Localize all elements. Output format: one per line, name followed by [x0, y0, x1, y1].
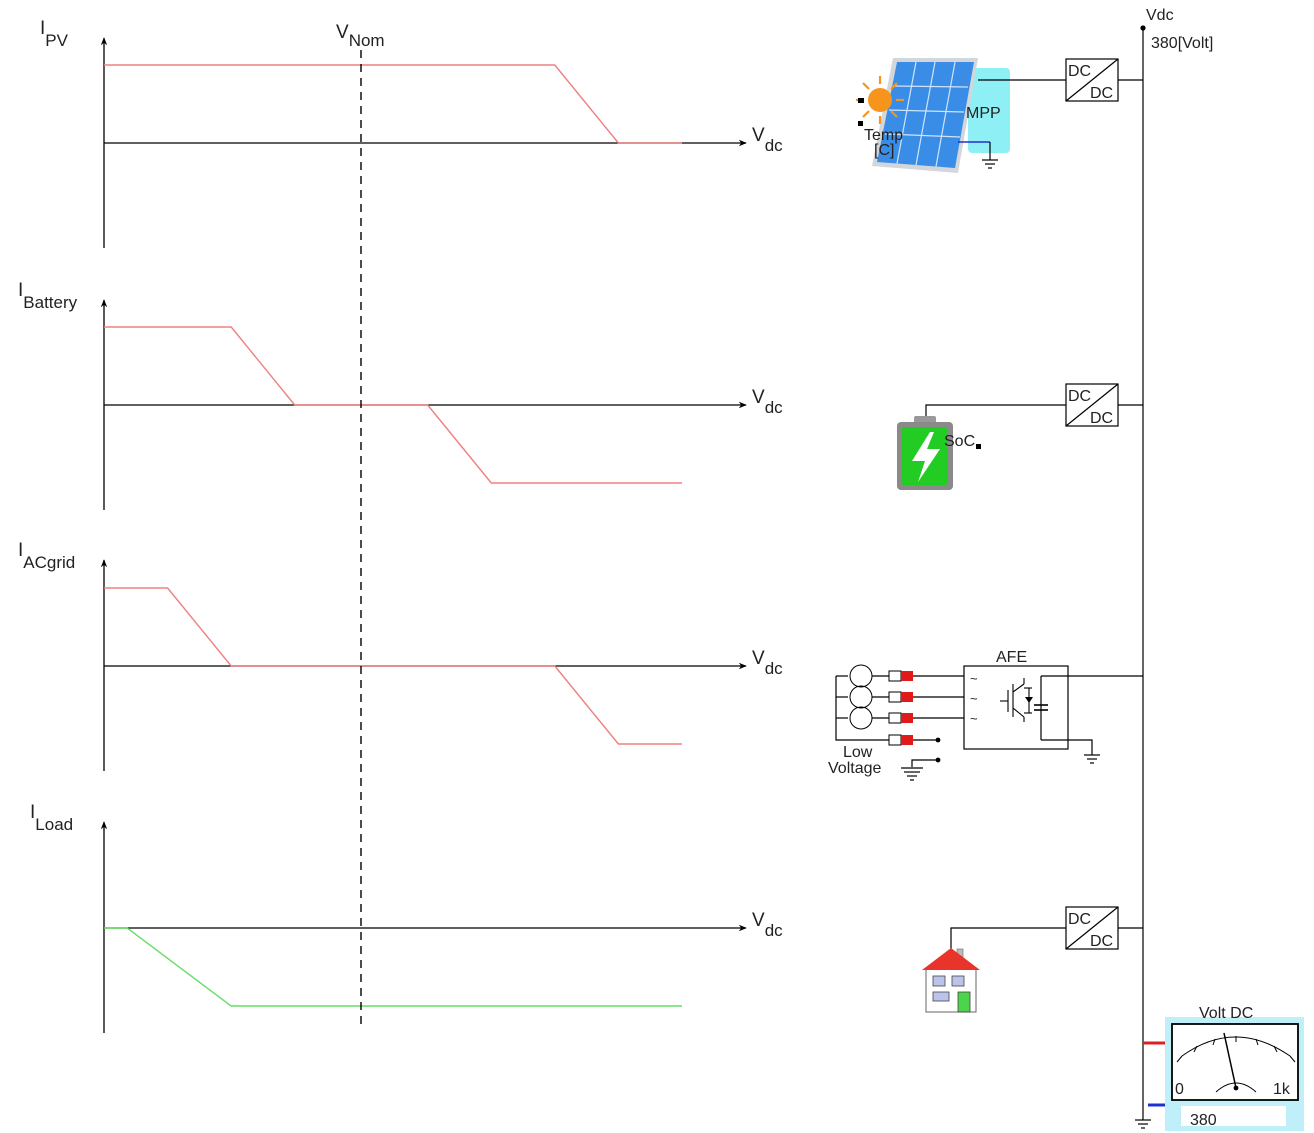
volt-dc-meter: Volt DC 0 1k 380 — [1135, 1005, 1304, 1131]
sun-icon — [856, 76, 904, 124]
svg-text:DC: DC — [1068, 63, 1091, 80]
ac-source-icons — [835, 664, 889, 741]
meter-scale-max: 1k — [1273, 1081, 1291, 1098]
dc-bus: Vdc 380[Volt] — [1140, 7, 1213, 1105]
pv-dcdc-converter: DC DC — [1065, 58, 1143, 102]
svg-text:DC: DC — [1068, 388, 1091, 405]
solar-panel-icon — [872, 58, 978, 173]
curve-line — [104, 587, 682, 745]
temp-unit: [C] — [874, 142, 894, 159]
meter-needle — [1223, 1032, 1237, 1089]
load-dcdc-converter: DC DC — [1065, 906, 1143, 950]
curve-line — [104, 64, 682, 144]
ac-connectors — [888, 670, 913, 746]
y-axis-label: IBattery — [18, 280, 78, 312]
meter-title: Volt DC — [1199, 1005, 1253, 1022]
house-load — [922, 927, 1066, 1013]
x-axis-label: Vdc — [752, 125, 783, 155]
ac-grid: Low Voltage AFE ~ ~ ~ — [828, 649, 1143, 781]
svg-text:~: ~ — [970, 711, 978, 726]
meter-dial — [1176, 1036, 1296, 1093]
svg-text:~: ~ — [970, 691, 978, 706]
battery-dcdc-converter: DC DC — [1065, 383, 1143, 427]
voltage-label: Voltage — [828, 760, 881, 777]
low-label: Low — [843, 744, 873, 761]
svg-text:DC: DC — [1090, 933, 1113, 950]
house-icon — [922, 948, 980, 1013]
v-nom-marker: VNom — [336, 22, 385, 1025]
meter-reading: 380 — [1190, 1112, 1217, 1129]
y-axis-label: ILoad — [30, 802, 73, 834]
bus-name: Vdc — [1146, 7, 1174, 24]
x-axis-label: Vdc — [752, 910, 783, 940]
svg-text:DC: DC — [1090, 85, 1113, 102]
svg-text:DC: DC — [1090, 410, 1113, 427]
v-nom-sub: Nom — [349, 31, 385, 50]
mpp-label: MPP — [966, 105, 1001, 122]
svg-text:VNom: VNom — [336, 22, 385, 50]
x-axis-label: Vdc — [752, 387, 783, 417]
earth-icon — [901, 757, 941, 781]
bus-voltage: 380[Volt] — [1151, 35, 1213, 52]
afe-label: AFE — [996, 649, 1027, 666]
ground-icon — [982, 142, 998, 169]
battery: SoC — [897, 404, 1066, 490]
mpp-box — [968, 68, 1010, 153]
pv-source: Temp [C] MPP — [856, 58, 1066, 173]
svg-text:~: ~ — [970, 671, 978, 686]
x-axis-label: Vdc — [752, 648, 783, 678]
svg-text:DC: DC — [1068, 911, 1091, 928]
soc-label: SoC — [944, 433, 975, 450]
afe-converter: AFE ~ ~ ~ — [963, 649, 1143, 764]
curve-chart-pv: IPV Vdc — [40, 18, 783, 248]
curve-line — [104, 927, 682, 1007]
y-axis-label: IPV — [40, 18, 69, 50]
v-nom-label: V — [336, 22, 349, 43]
meter-scale-min: 0 — [1175, 1081, 1184, 1098]
temp-label: Temp — [864, 127, 903, 144]
ground-icon — [1135, 1105, 1151, 1129]
y-axis-label: IACgrid — [18, 540, 75, 572]
battery-icon — [897, 416, 953, 490]
